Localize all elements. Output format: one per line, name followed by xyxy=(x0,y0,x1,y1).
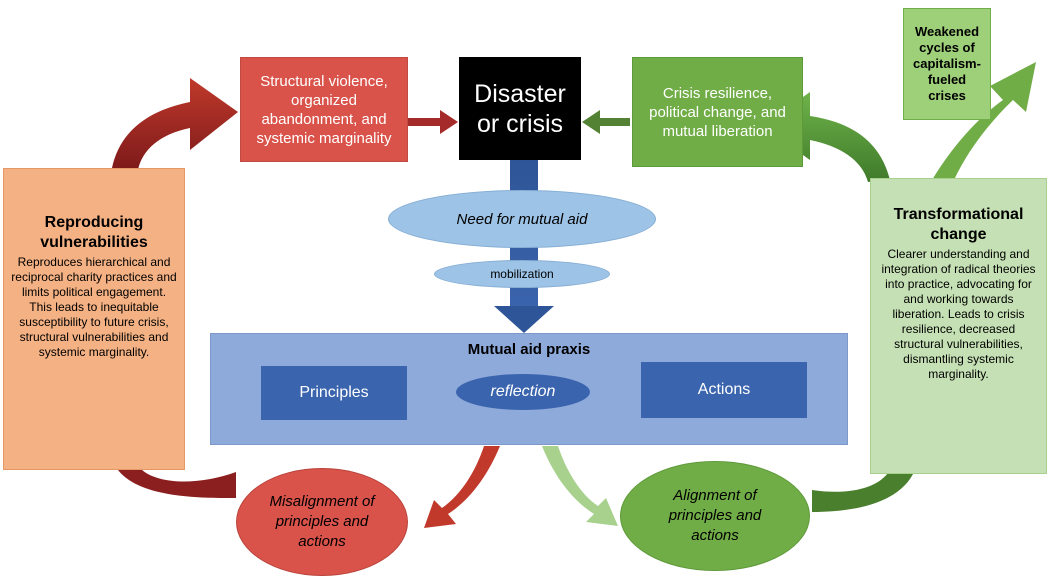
arrow-structural-to-disaster xyxy=(408,110,458,134)
principles-text: Principles xyxy=(299,384,369,401)
arrow-praxis-to-misalignment xyxy=(424,446,500,528)
actions-box: Actions xyxy=(641,362,807,418)
reflection-text: reflection xyxy=(490,383,556,400)
alignment-ellipse: Alignment of principles and actions xyxy=(620,461,810,571)
disaster-text: Disaster or crisis xyxy=(474,79,566,138)
actions-text: Actions xyxy=(697,381,751,398)
transformational-change-body: Clearer understanding and integration of… xyxy=(881,247,1036,381)
right-bottom-curve xyxy=(812,470,915,512)
need-mutual-aid-ellipse: Need for mutual aid xyxy=(388,190,656,248)
weakened-cycles-box: Weakened cycles of capitalism-fueled cri… xyxy=(903,8,991,120)
need-mutual-aid-text: Need for mutual aid xyxy=(456,210,588,228)
arrow-resilience-to-disaster xyxy=(582,110,630,134)
weakened-cycles-arrow xyxy=(932,62,1036,180)
reproducing-vulnerabilities-body: Reproduces hierarchical and reciprocal c… xyxy=(11,255,177,359)
transformational-change-title: Transformational change xyxy=(893,206,1024,243)
misalignment-ellipse: Misalignment of principles and actions xyxy=(236,468,408,576)
structural-violence-text: Structural violence, organized abandonme… xyxy=(256,72,392,147)
principles-box: Principles xyxy=(261,366,407,420)
structural-violence-box: Structural violence, organized abandonme… xyxy=(240,57,408,162)
arrow-praxis-to-alignment xyxy=(542,446,618,526)
disaster-box: Disaster or crisis xyxy=(459,57,581,160)
disaster-down-head xyxy=(494,306,554,333)
misalignment-text: Misalignment of principles and actions xyxy=(269,493,375,550)
mutual-aid-praxis-box: Mutual aid praxis Principles reflection … xyxy=(210,333,848,445)
transformational-change-box: Transformational change Clearer understa… xyxy=(870,178,1047,474)
mobilization-text: mobilization xyxy=(490,267,554,281)
reproducing-vulnerabilities-box: Reproducing vulnerabilities Reproduces h… xyxy=(3,168,185,470)
reflection-ellipse: reflection xyxy=(456,374,590,410)
crisis-resilience-text: Crisis resilience, political change, and… xyxy=(649,84,786,140)
reproducing-vulnerabilities-title: Reproducing vulnerabilities xyxy=(40,214,148,251)
crisis-resilience-box: Crisis resilience, political change, and… xyxy=(632,57,803,167)
weakened-cycles-text: Weakened cycles of capitalism-fueled cri… xyxy=(913,24,981,103)
left-loop-arrow xyxy=(112,78,238,170)
mobilization-ellipse: mobilization xyxy=(434,260,610,288)
praxis-title: Mutual aid praxis xyxy=(467,341,591,358)
left-bottom-curve xyxy=(118,470,236,498)
alignment-text: Alignment of principles and actions xyxy=(668,487,762,544)
